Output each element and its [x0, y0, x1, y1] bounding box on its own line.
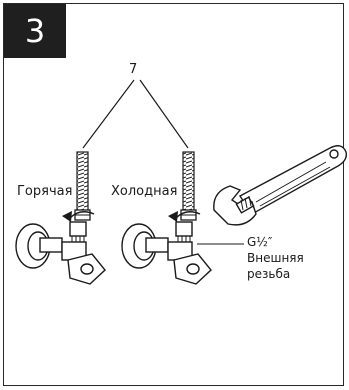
angle-valve-icon [121, 221, 212, 285]
thread-size: G½″ [247, 235, 273, 249]
thread-spec-label: G½″ Внешняя резьба [247, 234, 304, 282]
thread-type-line2: резьба [247, 267, 291, 281]
step-number: 3 [24, 12, 46, 50]
angle-valve-icon [15, 221, 106, 285]
tighten-arrow-icon [69, 211, 201, 219]
hot-water-label: Горячая [17, 184, 73, 199]
step-number-badge: 3 [4, 4, 66, 58]
cold-water-label: Холодная [111, 184, 178, 199]
braided-hose-icon [180, 151, 197, 221]
arrowheads [62, 211, 178, 222]
thread-type-line1: Внешняя [247, 251, 304, 265]
callout-lines [82, 79, 189, 149]
braided-hose-icon [74, 151, 91, 221]
wrench-icon [213, 145, 348, 226]
part-number-callout: 7 [129, 62, 138, 77]
